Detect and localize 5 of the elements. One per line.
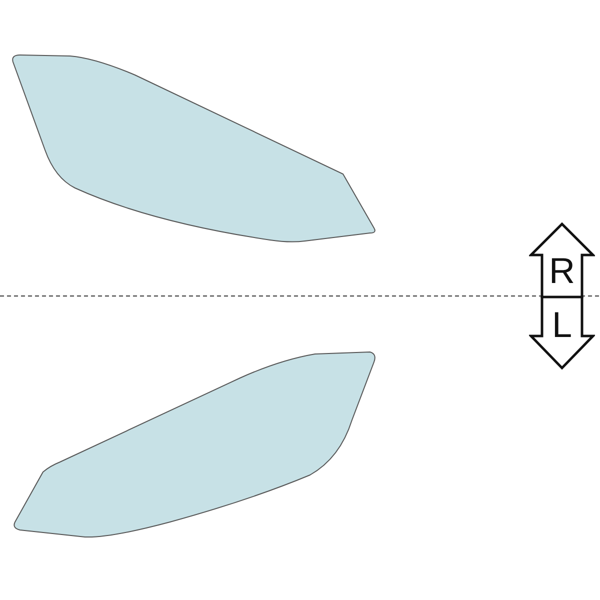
direction-arrow-half [529,296,595,370]
direction-letter: R [549,253,575,289]
direction-arrow-half [529,222,595,298]
headlight-lens-drawing [11,350,378,540]
direction-letter: L [552,307,572,343]
